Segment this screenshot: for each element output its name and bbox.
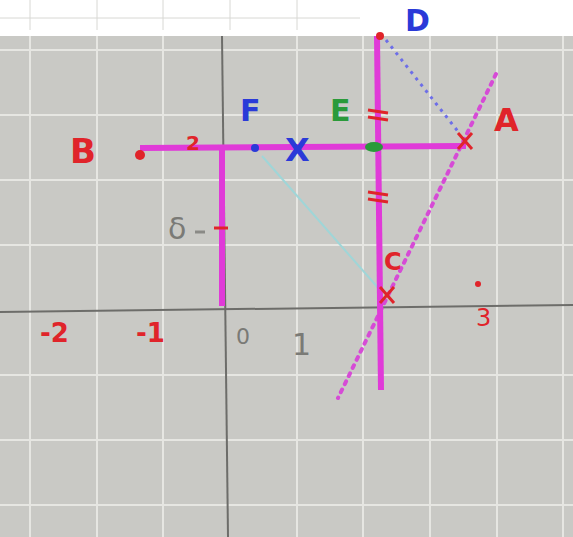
point-label: D [405,6,430,36]
axis-number: -2 [40,320,69,346]
axis-number: -1 [136,320,165,346]
point-label: B [70,134,96,168]
point-label: X [285,134,310,166]
point-label: E [330,96,351,126]
axis-number: 1 [292,330,311,360]
axis-number: δ [168,214,186,244]
length-label: 2 [186,133,200,153]
point-label: F [240,96,261,126]
point-label: A [494,104,519,136]
axis-number: 3 [476,306,491,330]
point-label: C [384,250,402,274]
axis-number: 0 [236,326,250,348]
